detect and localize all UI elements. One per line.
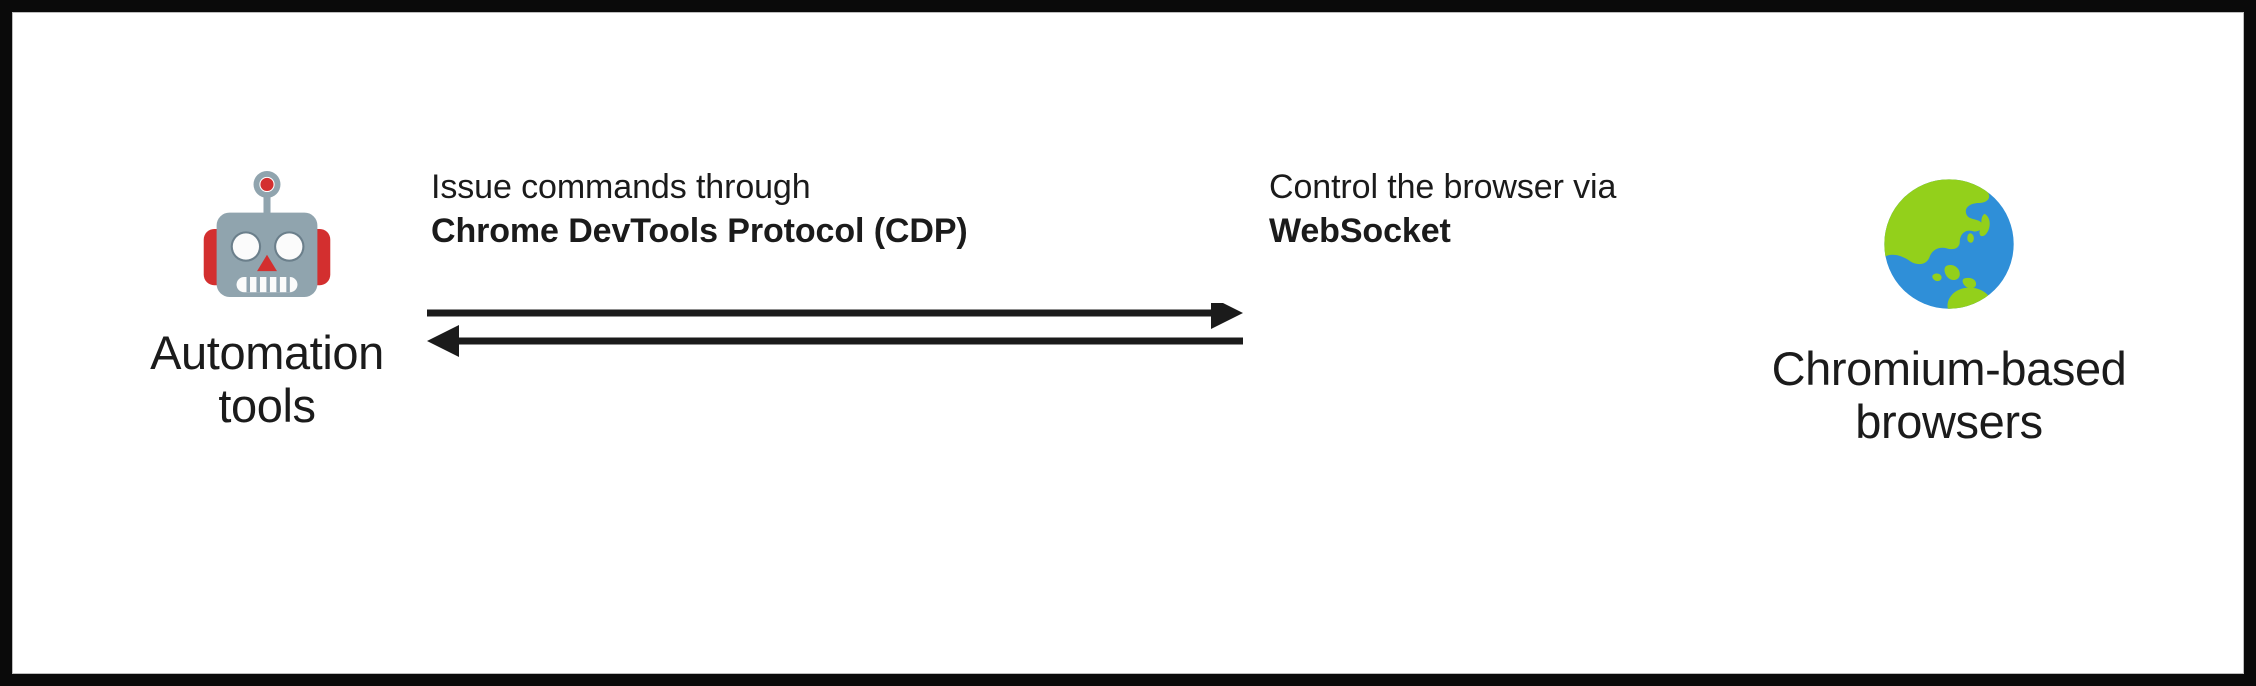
arrow-band bbox=[427, 303, 1243, 361]
annotation-cdp-line2: Chrome DevTools Protocol (CDP) bbox=[431, 212, 968, 251]
annotation-websocket: Control the browser via WebSocket bbox=[1269, 165, 1616, 253]
arrow-to-tools bbox=[427, 325, 1243, 357]
globe-icon bbox=[1880, 175, 2018, 313]
robot-icon bbox=[192, 161, 342, 311]
annotation-websocket-line1: Control the browser via bbox=[1269, 168, 1617, 206]
annotation-cdp-line1: Issue commands through bbox=[431, 168, 811, 206]
node-chromium-browsers: Chromium-based browsers bbox=[1689, 175, 2209, 448]
annotation-websocket-line2: WebSocket bbox=[1269, 212, 1451, 251]
node-chromium-browsers-label: Chromium-based browsers bbox=[1771, 342, 2127, 448]
arrow-to-browser bbox=[427, 303, 1243, 329]
diagram-canvas: Automation tools Issue commands through … bbox=[12, 12, 2244, 674]
node-automation-tools: Automation tools bbox=[77, 161, 457, 432]
annotation-cdp: Issue commands through Chrome DevTools P… bbox=[431, 165, 968, 253]
node-automation-tools-label: Automation tools bbox=[150, 326, 384, 432]
